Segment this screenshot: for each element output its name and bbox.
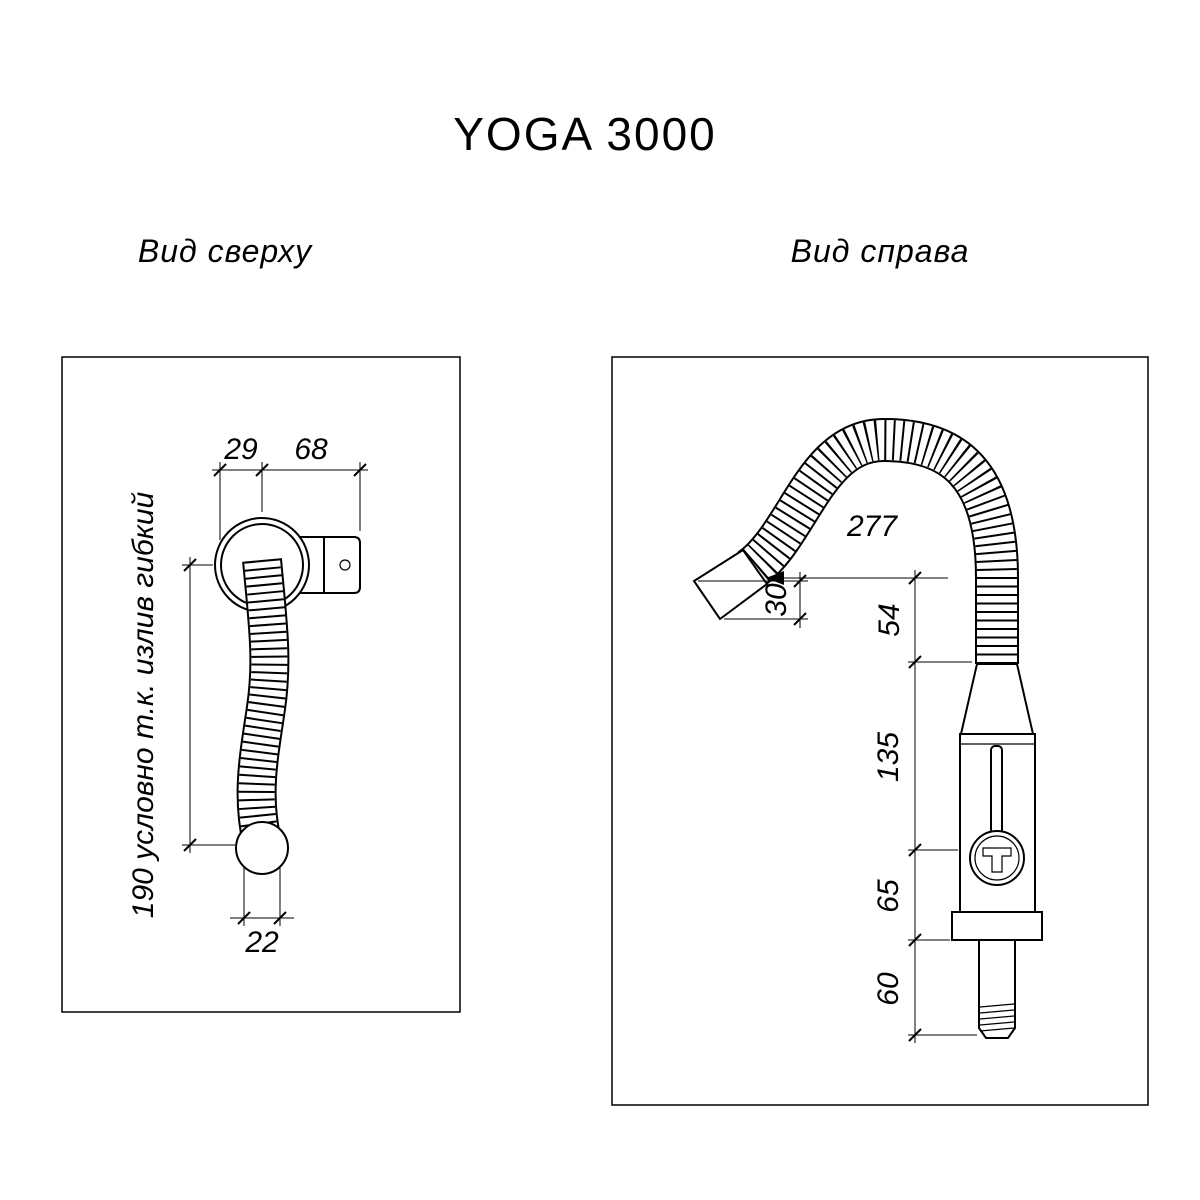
top-view-frame [61, 356, 461, 1013]
dim-tick [183, 558, 197, 572]
dim-tick [793, 612, 807, 626]
dim-68: 68 [294, 433, 328, 466]
dim-tick [908, 571, 922, 585]
dim-135: 135 [872, 732, 905, 782]
dim-54: 54 [873, 603, 906, 636]
dim-tick [353, 463, 367, 477]
spout-nozzle [692, 548, 769, 621]
dim-tick [255, 463, 269, 477]
body-collar [951, 911, 1043, 941]
handle-lever [990, 745, 1003, 837]
dim-60: 60 [872, 972, 905, 1006]
dim-tick [908, 843, 922, 857]
dim-tick [273, 911, 287, 925]
right-view: 277 30 54 135 65 60 [692, 417, 1043, 1043]
bracket-screw-hole [339, 559, 351, 571]
dim-277: 277 [846, 510, 898, 543]
dim-22: 22 [244, 926, 279, 959]
dim-tick [793, 574, 807, 588]
dim-29: 29 [223, 433, 258, 466]
right-view-frame [611, 356, 1149, 1106]
pipe-threads [979, 1003, 1015, 1032]
brand-logo-icon [969, 830, 1025, 886]
dim-65: 65 [872, 879, 905, 913]
flexible-hose-top [235, 558, 290, 875]
drawing-title: YOGA 3000 [453, 108, 717, 160]
dim-tick [908, 655, 922, 669]
dim-tick [183, 838, 197, 852]
dim-tick [908, 1028, 922, 1042]
dim-190-note: 190 условно т.к. излив гибкий [127, 491, 160, 918]
hose-body [238, 558, 288, 847]
dim-tick [213, 463, 227, 477]
right-view-dimensions: 277 30 54 135 65 60 [698, 510, 977, 1043]
right-view-label: Вид справа [791, 233, 970, 269]
hose-body [737, 419, 1017, 664]
hose-end-fitting [235, 821, 289, 875]
dim-tick [237, 911, 251, 925]
top-view: 29 68 190 условно т.к. излив гибкий 22 [127, 433, 368, 959]
flexible-hose-right [736, 417, 1019, 664]
top-view-label: Вид сверху [138, 233, 313, 269]
inlet-pipe [978, 939, 1016, 1039]
dim-tick [908, 933, 922, 947]
dim-30: 30 [760, 583, 793, 617]
body-neck-taper [959, 663, 1035, 735]
faucet-body [951, 663, 1043, 1039]
top-view-dimensions: 29 68 190 условно т.к. излив гибкий 22 [127, 433, 368, 959]
